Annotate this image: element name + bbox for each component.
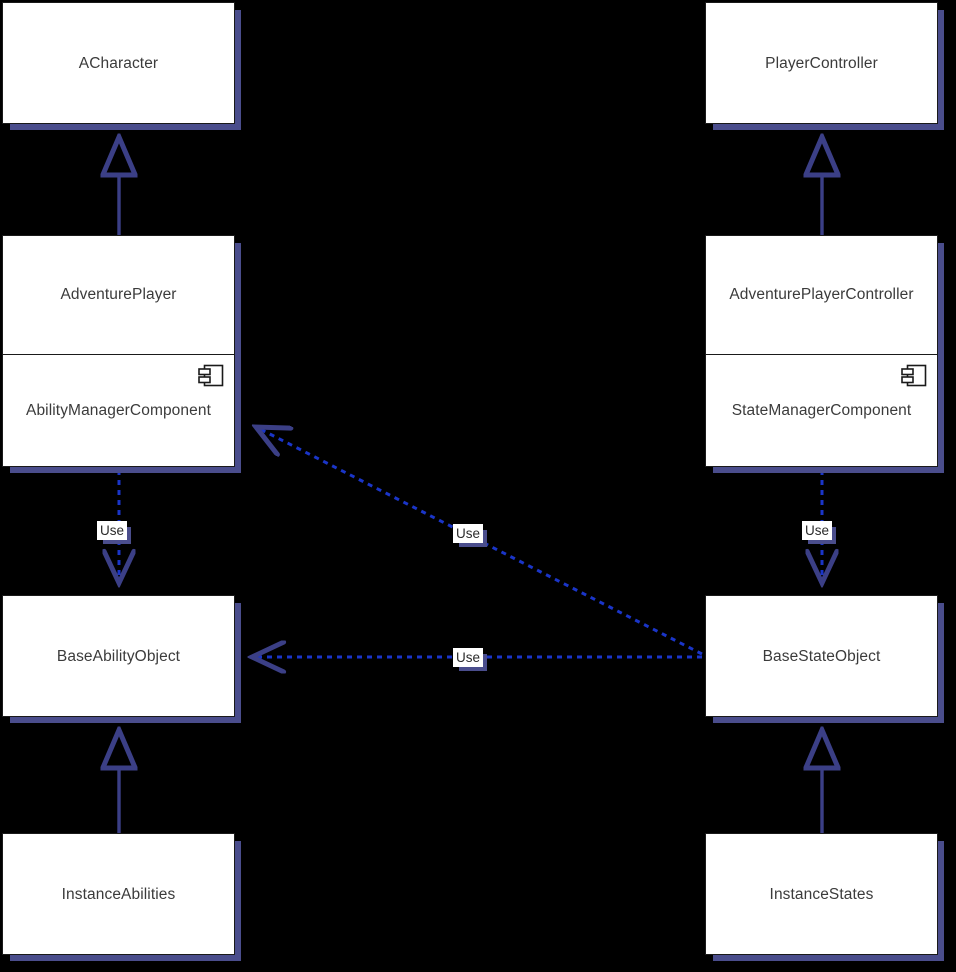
class-name-label: AdventurePlayerController <box>729 286 914 303</box>
compartment-class-name: InstanceStates <box>706 834 937 956</box>
compartment-class-name: InstanceAbilities <box>3 834 234 956</box>
class-name-label: BaseAbilityObject <box>56 648 181 665</box>
compartment-class-name: AdventurePlayer <box>3 236 234 354</box>
class-box-acharacter[interactable]: ACharacter <box>2 2 235 124</box>
component-name-label: AbilityManagerComponent <box>26 401 211 419</box>
component-stereotype-icon <box>198 364 224 387</box>
compartment-class-name: AdventurePlayerController <box>706 236 937 354</box>
class-box-adventureplayercontroller[interactable]: AdventurePlayerController StateManagerCo… <box>705 235 938 467</box>
compartment-class-name: PlayerController <box>706 3 937 125</box>
class-box-basestateobject[interactable]: BaseStateObject <box>705 595 938 717</box>
compartment-class-name: BaseAbilityObject <box>3 596 234 718</box>
compartment-component: AbilityManagerComponent <box>3 354 234 466</box>
dependency-label-abilitymanager-baseabilityobject: Use <box>97 521 128 540</box>
dependency-label-basestateobject-abilitymanager: Use <box>453 524 484 543</box>
class-name-label: BaseStateObject <box>762 648 881 665</box>
class-name-label: InstanceStates <box>769 886 874 903</box>
class-name-label: AdventurePlayer <box>60 286 177 303</box>
class-box-instancestates[interactable]: InstanceStates <box>705 833 938 955</box>
class-name-label: InstanceAbilities <box>61 886 176 903</box>
class-name-label: ACharacter <box>78 55 159 72</box>
class-name-label: PlayerController <box>765 55 878 72</box>
compartment-class-name: ACharacter <box>3 3 234 125</box>
component-name-label: StateManagerComponent <box>731 401 912 419</box>
compartment-class-name: BaseStateObject <box>706 596 937 718</box>
dependency-label-statemanager-basestateobject: Use <box>802 521 833 540</box>
component-stereotype-icon <box>901 364 927 387</box>
compartment-component: StateManagerComponent <box>706 354 937 466</box>
dependency-label-basestateobject-baseabilityobject: Use <box>453 648 484 667</box>
class-box-instanceabilities[interactable]: InstanceAbilities <box>2 833 235 955</box>
class-box-baseabilityobject[interactable]: BaseAbilityObject <box>2 595 235 717</box>
class-box-playercontroller[interactable]: PlayerController <box>705 2 938 124</box>
class-box-adventureplayer[interactable]: AdventurePlayer AbilityManagerComponent <box>2 235 235 467</box>
